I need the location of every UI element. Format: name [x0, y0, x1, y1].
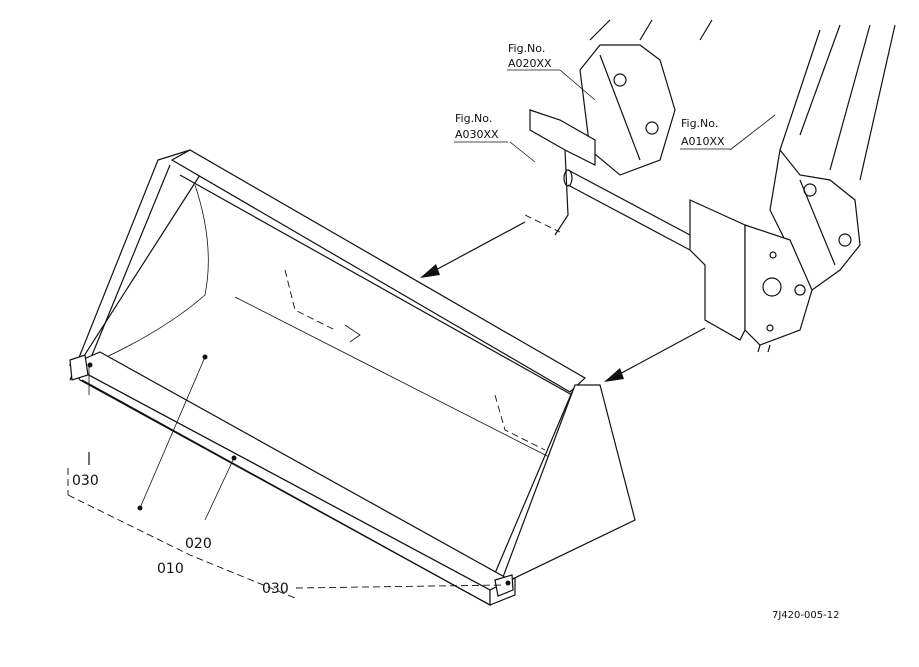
fig-code: A030XX	[455, 128, 499, 141]
part-label-010: 010	[157, 561, 184, 577]
fig-caption: Fig.No.	[681, 117, 718, 130]
leader-lines	[67, 69, 776, 599]
fig-code: A010XX	[681, 135, 725, 148]
figure-ref-a010: Fig.No. A010XX	[680, 117, 730, 150]
fig-caption: Fig.No.	[455, 112, 492, 125]
drawing-code: 7J420-005-12	[772, 610, 839, 621]
part-label-030-left: 030	[72, 473, 99, 489]
fig-caption: Fig.No.	[508, 42, 545, 55]
figure-ref-a030: Fig.No. A030XX	[454, 112, 508, 143]
bucket	[68, 149, 636, 607]
figure-ref-a020: Fig.No. A020XX	[507, 42, 560, 71]
assembly-arrows	[420, 221, 706, 382]
fig-code: A020XX	[508, 57, 552, 70]
part-label-030-bottom: 030	[262, 581, 289, 597]
part-label-020: 020	[185, 536, 212, 552]
loader-arm-assembly	[524, 19, 896, 353]
